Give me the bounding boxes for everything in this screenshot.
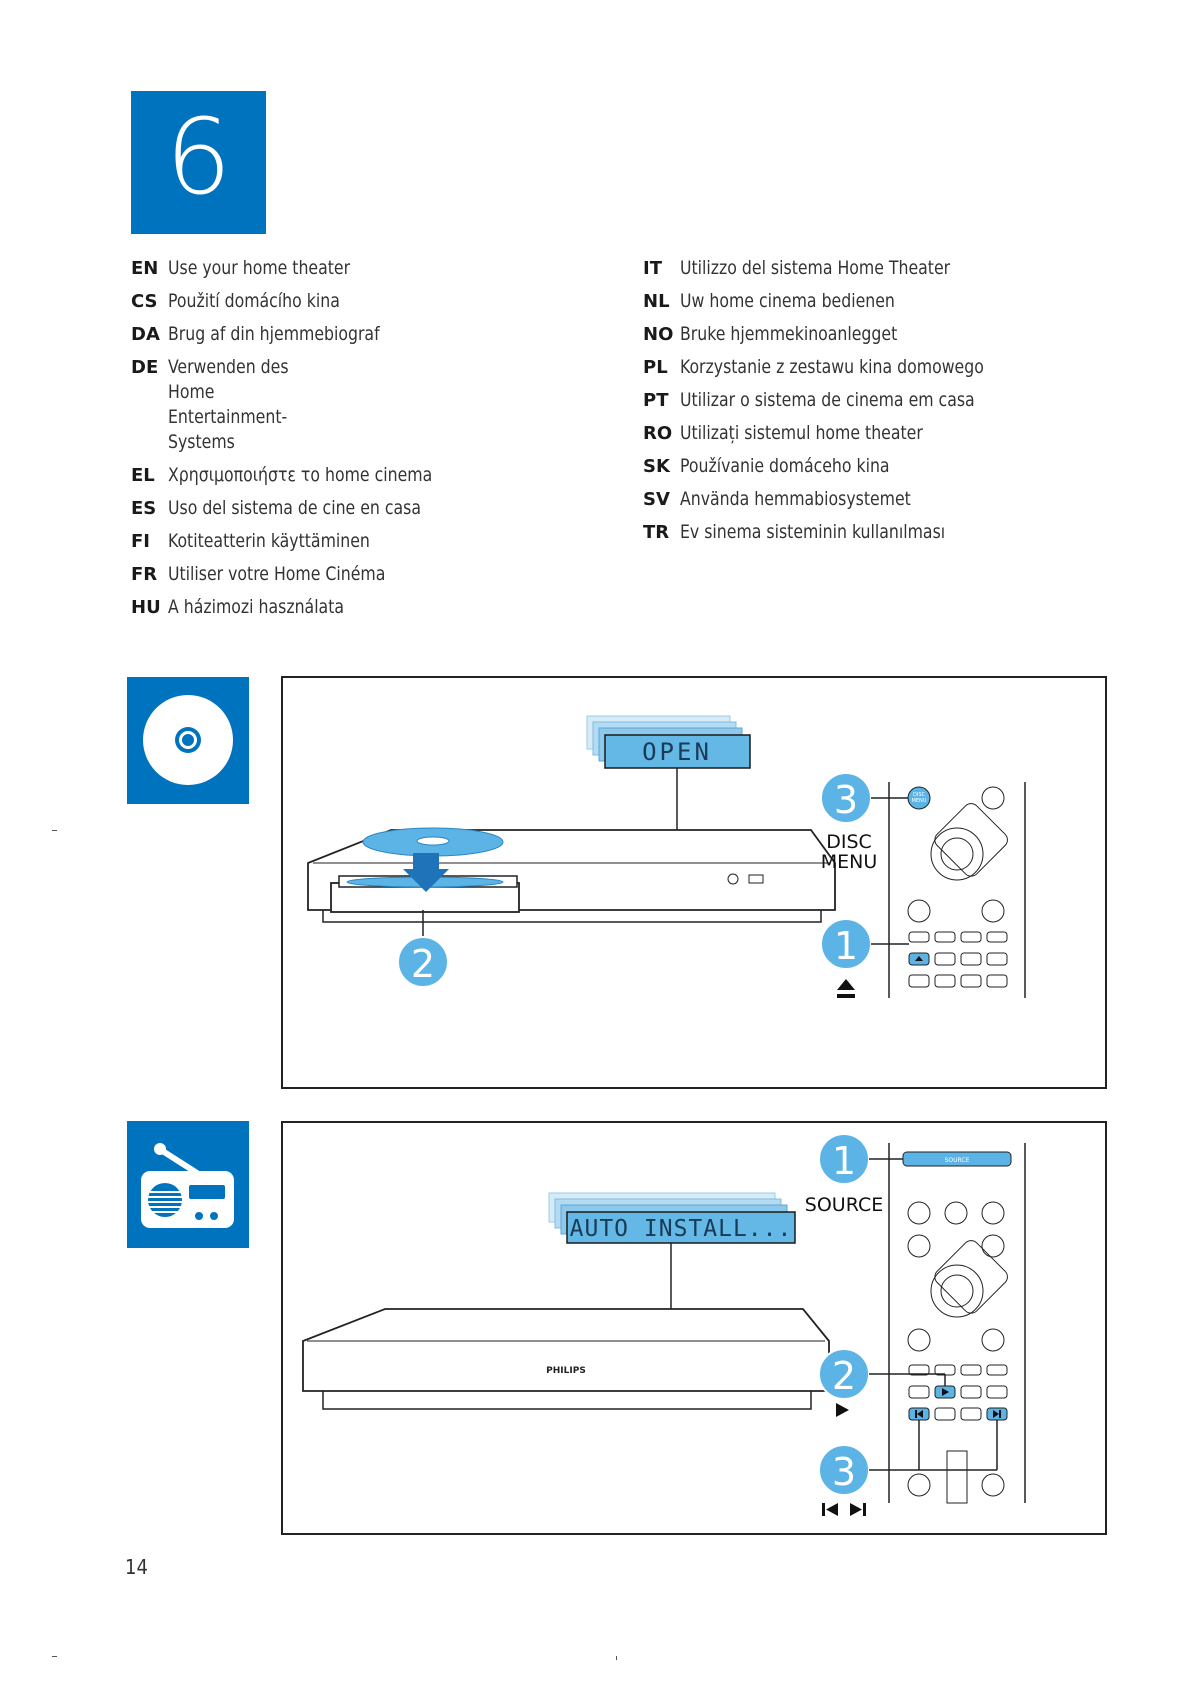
source-label: SOURCE [805, 1194, 883, 1216]
radio-icon [141, 1143, 234, 1228]
brand-logo: PHILIPS [546, 1366, 586, 1376]
language-item: CS Použití domácího kina [131, 289, 455, 314]
language-item: SV Använda hemmabiosystemet [643, 487, 1010, 512]
language-item: SK Používanie domáceho kina [643, 454, 1010, 479]
chapter-number: 6 [165, 96, 232, 218]
remote-source-button: SOURCE [945, 1157, 970, 1164]
disc-playback-panel: OPEN 2 3 DISC MENU 1 [281, 676, 1107, 1089]
previous-next-icon [822, 1503, 866, 1516]
language-title: Kotiteatterin käyttäminen [168, 530, 370, 552]
language-title: Korzystanie z zestawu kina domowego [680, 356, 984, 378]
language-code: PL [643, 357, 668, 378]
crop-mark [52, 830, 57, 831]
language-code: FI [131, 531, 150, 552]
language-code: ES [131, 498, 157, 519]
language-item: NO Bruke hjemmekinoanlegget [643, 322, 1010, 347]
language-code: CS [131, 291, 158, 312]
language-code: SV [643, 489, 670, 510]
language-title: Använda hemmabiosystemet [680, 488, 911, 510]
language-item: EL Χρησιμοποιήστε το home cinema [131, 463, 455, 488]
remote-disc-menu-button-line2: MENU [912, 798, 927, 804]
language-item: DA Brug af din hjemmebiograf [131, 322, 455, 347]
language-title: Používanie domáceho kina [680, 455, 890, 477]
disc-menu-label-line1: DISC [826, 831, 872, 853]
language-item: IT Utilizzo del sistema Home Theater [643, 256, 1010, 281]
language-item: PL Korzystanie z zestawu kina domowego [643, 355, 1010, 380]
language-title: Brug af din hjemmebiograf [168, 323, 380, 345]
language-title: Χρησιμοποιήστε το home cinema [168, 464, 433, 486]
crop-mark [616, 1656, 617, 1660]
language-title: Bruke hjemmekinoanlegget [680, 323, 898, 345]
language-item: PT Utilizar o sistema de cinema em casa [643, 388, 1010, 413]
language-list-right: IT Utilizzo del sistema Home Theater NL Uw… [643, 256, 1010, 553]
step-1-marker: 1 [834, 924, 858, 968]
display-text: OPEN [642, 738, 712, 766]
language-code: SK [643, 456, 670, 477]
display-panel [566, 1211, 796, 1244]
language-code: HU [131, 597, 161, 618]
step-3-marker: 3 [832, 1450, 856, 1494]
language-code: DA [131, 324, 160, 345]
language-code: NO [643, 324, 674, 345]
remote-disc-menu-button-line1: DISC [913, 792, 925, 798]
language-code: FR [131, 564, 158, 585]
disc-playback-illustration: OPEN 2 3 DISC MENU 1 [307, 715, 1026, 998]
language-code: PT [643, 390, 669, 411]
language-code: TR [643, 522, 670, 543]
radio-setup-illustration: AUTO INSTALL... PHILIPS 1 SOURCE 2 3 SOU… [302, 1133, 1026, 1516]
play-icon [836, 1403, 849, 1417]
page-number: 14 [125, 1555, 148, 1579]
language-item: RO Utilizați sistemul home theater [643, 421, 1010, 446]
language-title: Utiliser votre Home Cinéma [168, 563, 386, 585]
language-title: Uw home cinema bedienen [680, 290, 895, 312]
language-code: NL [643, 291, 670, 312]
disc-icon [143, 695, 233, 785]
language-title: Use your home theater [168, 257, 351, 279]
crop-mark [52, 1656, 57, 1657]
language-item: HU A házimozi használata [131, 595, 455, 620]
step-1-marker: 1 [832, 1139, 856, 1183]
language-title: Utilizați sistemul home theater [680, 422, 923, 444]
language-title: Utilizzo del sistema Home Theater [680, 257, 951, 279]
language-code: EL [131, 465, 155, 486]
language-item: DE Verwenden des Home Entertainment-Syste… [131, 355, 455, 455]
disc-icon-box [127, 677, 249, 804]
language-list-left: EN Use your home theater CS Použití domácí… [131, 256, 455, 628]
radio-icon-box [127, 1121, 249, 1248]
language-item: EN Use your home theater [131, 256, 455, 281]
language-item: NL Uw home cinema bedienen [643, 289, 1010, 314]
radio-setup-panel: AUTO INSTALL... PHILIPS 1 SOURCE 2 3 SOU… [281, 1121, 1107, 1535]
language-item: ES Uso del sistema de cine en casa [131, 496, 455, 521]
language-item: FI Kotiteatterin käyttäminen [131, 529, 455, 554]
language-title: Verwenden des Home Entertainment-Systems [168, 356, 289, 453]
eject-icon [837, 979, 855, 998]
step-2-marker: 2 [411, 942, 435, 986]
language-code: DE [131, 357, 159, 378]
language-code: EN [131, 258, 159, 279]
language-item: FR Utiliser votre Home Cinéma [131, 562, 455, 587]
language-title: Utilizar o sistema de cinema em casa [680, 389, 975, 411]
step-3-marker: 3 [834, 778, 858, 822]
language-title: Uso del sistema de cine en casa [168, 497, 421, 519]
language-code: IT [643, 258, 662, 279]
language-title: Použití domácího kina [168, 290, 340, 312]
language-code: RO [643, 423, 673, 444]
language-title: A házimozi használata [168, 596, 345, 618]
language-item: TR Ev sinema sisteminin kullanılması [643, 520, 1010, 545]
step-2-marker: 2 [832, 1354, 856, 1398]
disc-menu-label-line2: MENU [821, 851, 878, 873]
chapter-number-box: 6 [131, 91, 266, 234]
display-text: AUTO INSTALL... [570, 1216, 793, 1242]
language-title: Ev sinema sisteminin kullanılması [680, 521, 946, 543]
